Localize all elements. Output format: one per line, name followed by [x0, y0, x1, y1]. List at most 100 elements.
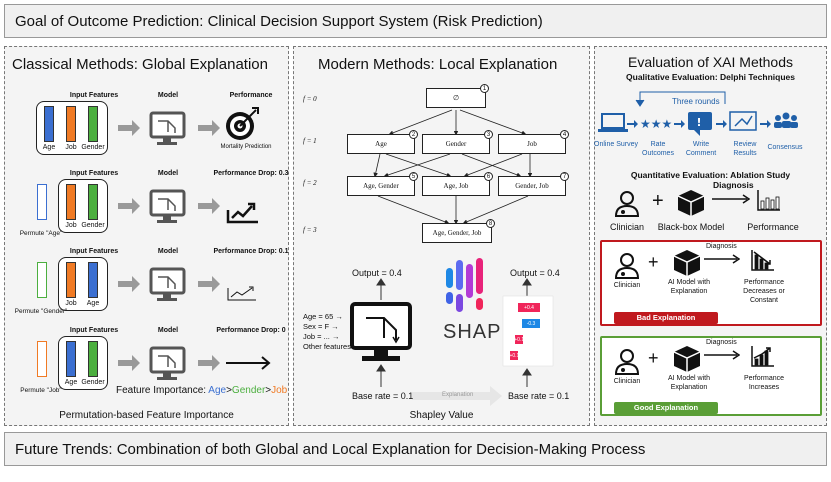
diagnosis-label: Diagnosis [713, 180, 754, 190]
lattice-level-label: f = 0 [303, 95, 317, 103]
permuted-feature-bar [37, 184, 47, 220]
feature-bar [66, 106, 76, 142]
permute-label: Permute "Gender" [14, 308, 68, 315]
permuted-feature-bar [37, 262, 47, 298]
plus-sign: + [648, 252, 659, 272]
feature-bar [88, 184, 98, 220]
importance-term: > [265, 385, 272, 396]
explanation-label: Explanation [442, 392, 474, 398]
evaluation-title: Evaluation of XAI Methods [628, 54, 793, 70]
waterfall-bar: +0.1 [509, 351, 520, 360]
puzzle-box-icon [673, 346, 701, 372]
footer-bar: Future Trends: Combination of both Globa… [4, 432, 827, 466]
performance-label: Performance [229, 92, 273, 99]
model-label: Model [157, 170, 179, 177]
performance-chart-icon [757, 190, 780, 211]
delphi-step-label: Review Results [733, 141, 757, 157]
performance-label: Performance Drop: 0.1 [213, 248, 289, 255]
svg-text:★★★: ★★★ [640, 117, 672, 131]
model-input-item: Other features [303, 342, 351, 351]
mild-decline-chart-icon [227, 286, 256, 301]
shap-text: SHAP [443, 321, 502, 343]
clinician-icon [614, 191, 640, 217]
performance-chart-icon [751, 346, 774, 367]
feature-label: Job [65, 144, 77, 151]
clinician-icon [614, 253, 640, 279]
delphi-step-label: Write Comment [685, 141, 717, 157]
model-input-item: Job = ... → [303, 332, 340, 341]
feature-label: Gender [81, 144, 105, 151]
model-input-item: Age = 65 → [303, 312, 343, 321]
lattice-node-number: 1 [480, 84, 489, 93]
model-label: Model [157, 92, 179, 99]
flow-arrows [118, 107, 259, 145]
feature-label: Gender [81, 379, 105, 386]
flow-arrows [118, 346, 271, 380]
lattice-node-number: 6 [484, 172, 493, 181]
feature-bar [66, 262, 76, 298]
clinician-label: Clinician [613, 378, 641, 385]
feature-label: Job [65, 222, 77, 229]
model-monitor-icon [149, 189, 186, 223]
performance-outcome-label: Performance Increases [743, 375, 785, 391]
model-label: Model [157, 327, 179, 334]
svg-text:!: ! [696, 116, 701, 129]
classical-title: Classical Methods: Global Explanation [12, 56, 268, 73]
footer-text: Future Trends: Combination of both Globa… [15, 441, 646, 458]
feature-bar [88, 262, 98, 298]
permute-label: Permute "Age" [19, 230, 63, 237]
importance-term: > [226, 385, 232, 396]
diagnosis-label: Diagnosis [706, 243, 737, 250]
diagnosis-arrow [712, 194, 750, 204]
feature-bar [88, 341, 98, 377]
shap-logo-icon [446, 258, 483, 312]
good-explanation-badge: Good Explanation [614, 402, 718, 414]
lattice-node: Gender, Job [498, 176, 566, 196]
feature-label: Age [64, 379, 78, 386]
diagnosis-arrow [704, 254, 740, 264]
delphi-step-label: Rate Outcomes [642, 141, 674, 157]
lattice-node: Age [347, 134, 415, 154]
model-monitor-icon [149, 267, 186, 301]
lattice-level-label: f = 1 [303, 137, 317, 145]
modern-caption: Shapley Value [409, 410, 474, 421]
lattice-node-number: 7 [560, 172, 569, 181]
three-rounds: Three rounds [672, 97, 720, 106]
feature-label: Gender [81, 222, 105, 229]
flat-arrow-icon [226, 356, 271, 370]
strong-decline-chart-icon [226, 202, 258, 224]
mortality-caption: Mortality Prediction [220, 144, 272, 150]
performance-label: Performance [747, 222, 799, 232]
header-title: Goal of Outcome Prediction: Clinical Dec… [15, 13, 543, 30]
diagnosis-arrow [704, 350, 740, 360]
performance-chart-icon [751, 250, 774, 271]
lattice-level-label: f = 2 [303, 179, 317, 187]
model-monitor-icon [149, 111, 186, 145]
base-rate-left: Base rate = 0.1 [352, 391, 414, 401]
lattice-node: Gender [422, 134, 490, 154]
base-rate-right: Base rate = 0.1 [508, 391, 570, 401]
model-input-item: Sex = F → [303, 322, 339, 331]
delphi-step-label: Online Survey [594, 141, 638, 148]
clinician-icon [614, 349, 640, 375]
output-left: Output = 0.4 [352, 268, 402, 278]
lattice-node: Age, Job [422, 176, 490, 196]
performance-label: Performance Drop: 0.3 [213, 170, 289, 177]
feature-bar [66, 184, 76, 220]
feature-label: Age [86, 300, 100, 307]
black-box-icon [677, 190, 705, 216]
performance-outcome-label: Performance Decreases or Constant [743, 279, 785, 304]
model-monitor-icon [350, 302, 412, 361]
feature-bar [88, 106, 98, 142]
model-label: Model [157, 248, 179, 255]
lattice-node-number: 4 [560, 130, 569, 139]
waterfall-bar: -0.3 [522, 319, 540, 328]
feature-label: Age [42, 144, 56, 151]
bad-explanation-box [600, 240, 822, 326]
input-features-label: Input Features [69, 327, 119, 334]
target-icon [226, 107, 259, 140]
importance-term: Gender [231, 385, 266, 396]
permuted-feature-bar [37, 341, 47, 377]
